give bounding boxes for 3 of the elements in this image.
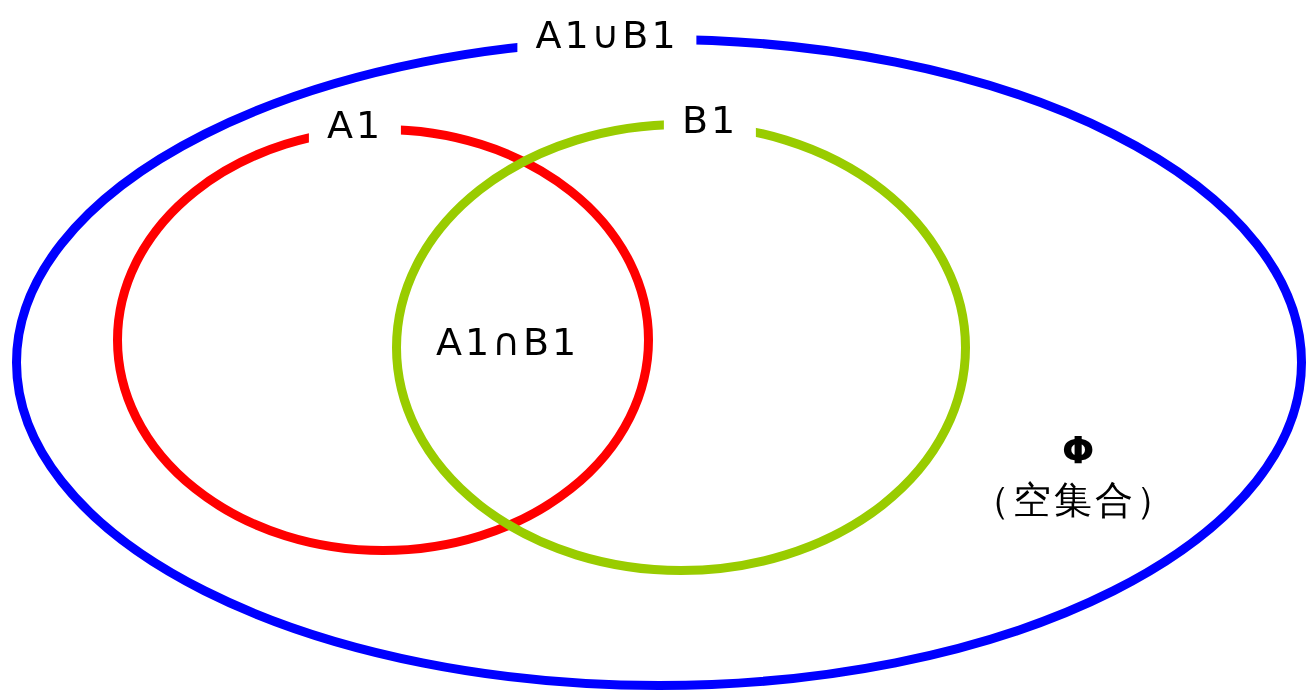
empty-set-note: （空集合）	[972, 478, 1177, 522]
intersection-label: A1∩B1	[436, 320, 580, 364]
empty-set-symbol: Φ	[1062, 428, 1098, 472]
